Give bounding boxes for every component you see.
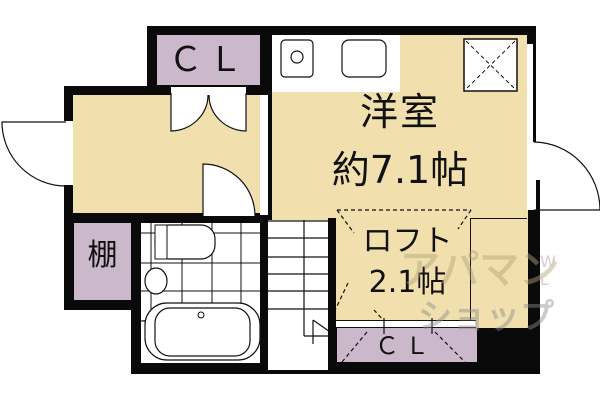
loft-dashed-outline xyxy=(336,209,472,324)
stairs-rail xyxy=(328,218,336,374)
stairs xyxy=(268,220,335,370)
shelf xyxy=(74,223,131,300)
loft-size: 2.1帖 xyxy=(368,265,447,300)
bath-door xyxy=(202,163,256,217)
bottom-closet xyxy=(337,328,477,362)
top-closet-label: ＣＬ xyxy=(168,40,249,80)
entry-door xyxy=(1,121,67,187)
loft-side-cabinet xyxy=(470,218,527,326)
watermark-line1: アパマン xyxy=(400,247,560,293)
main-room-right-partition xyxy=(527,44,533,143)
loft-name: ロフト xyxy=(362,224,453,259)
bottom-closet-rail xyxy=(336,320,476,328)
kitchen-fixtures xyxy=(280,39,387,78)
partition-strip xyxy=(260,95,268,215)
kitchen-sink-icon xyxy=(341,39,387,78)
closet-double-door xyxy=(170,93,247,132)
balcony-door-opening xyxy=(527,142,536,210)
closet-door-opening xyxy=(171,87,246,95)
balcony-door xyxy=(533,141,600,211)
watermark-side: WL xyxy=(540,252,556,289)
bottom-closet-doors xyxy=(341,318,466,363)
watermark: アパマン ショップ WL xyxy=(400,245,560,355)
entry-door-opening xyxy=(64,121,73,185)
main-room-size: 約7.1帖 xyxy=(331,148,469,192)
watermark-line2: ショップ xyxy=(418,297,554,337)
sink-icon xyxy=(144,267,168,295)
main-room-name: 洋室 xyxy=(359,90,440,134)
shelf-label: 棚 xyxy=(87,238,118,273)
top-closet xyxy=(157,35,260,85)
stove-icon xyxy=(280,39,314,78)
bathroom-fixtures xyxy=(141,223,261,363)
loft-floor xyxy=(336,210,528,328)
stairs-lines xyxy=(268,220,335,344)
storage-box-icon xyxy=(463,38,518,92)
bottom-closet-label: ＣＬ xyxy=(375,332,435,360)
